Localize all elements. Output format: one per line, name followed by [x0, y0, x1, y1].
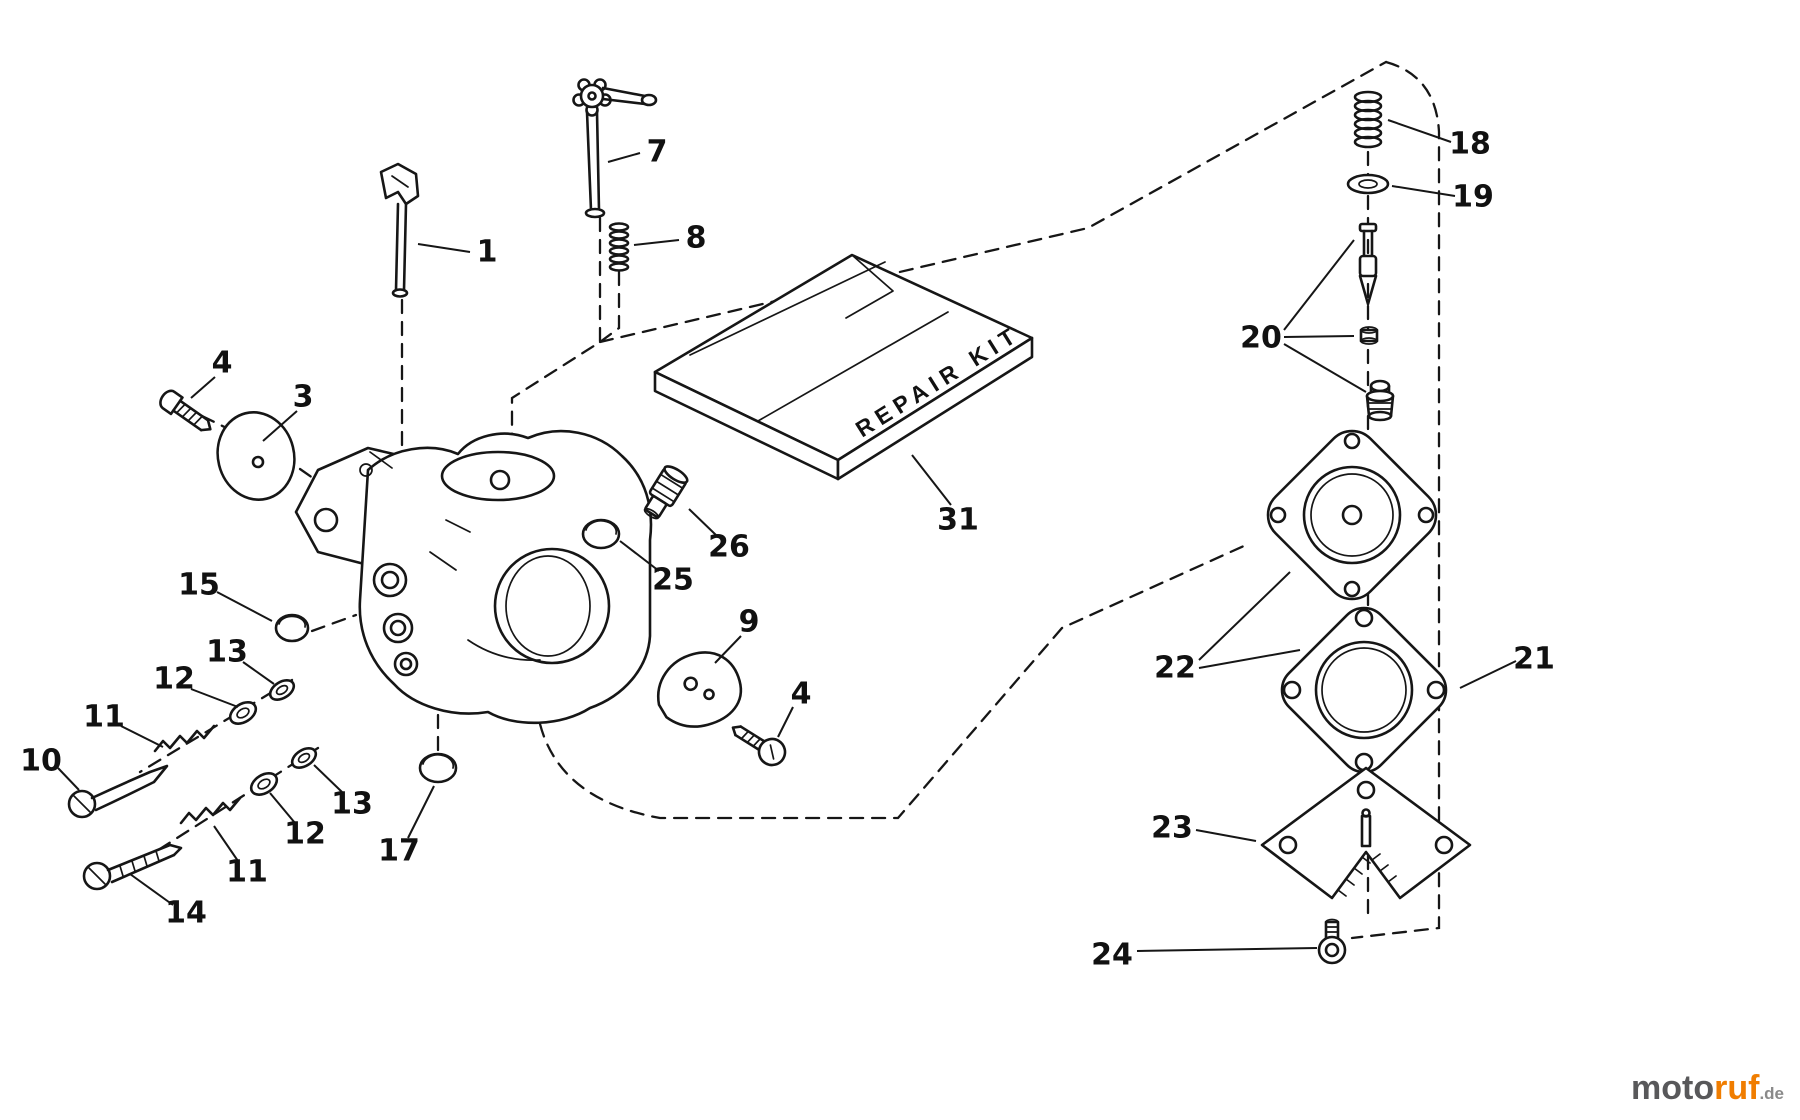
callout-leader-20 [1283, 343, 1367, 393]
part-4-screw-lower [731, 725, 787, 767]
part-23-cover [1260, 766, 1472, 900]
part-number-8: 8 [686, 221, 707, 256]
part-21-gasket [1280, 606, 1448, 774]
part-number-4: 4 [791, 677, 812, 712]
callout-leader-4 [777, 706, 794, 738]
part-24-bowl-screw [1317, 918, 1347, 965]
part-7-throttle-shaft [572, 78, 658, 219]
part-20-inlet-needle-group [1358, 222, 1395, 422]
part-number-15: 15 [178, 568, 220, 603]
part-number-1: 1 [477, 235, 498, 270]
callout-leader-26 [688, 508, 718, 537]
watermark-brand-gray: moto [1631, 1069, 1715, 1107]
part-number-31: 31 [937, 503, 979, 538]
callout-leader-19 [1391, 185, 1456, 197]
callout-leader-14 [129, 873, 174, 906]
part-number-25: 25 [652, 563, 694, 598]
callout-leader-13 [313, 764, 343, 793]
part-number-12: 12 [284, 817, 326, 852]
part-17-welch-plug [418, 752, 458, 784]
callout-leader-21 [1459, 660, 1517, 689]
part-12-washer-lower [249, 772, 279, 796]
callout-layer: 1784315131211101312111417942526311819202… [20, 119, 1555, 973]
part-number-3: 3 [293, 380, 314, 415]
motoruf-watermark[interactable]: motoruf.de [1631, 1069, 1784, 1108]
callout-leader-24 [1136, 947, 1318, 952]
callout-leader-7 [607, 152, 641, 163]
callout-leader-12 [269, 792, 296, 824]
part-11-spring-lower [179, 796, 242, 825]
part-number-14: 14 [165, 896, 207, 931]
part-9-throttle-plate [656, 651, 743, 728]
part-number-24: 24 [1091, 938, 1133, 973]
callout-leader-1 [417, 243, 471, 253]
part-19-washer [1346, 173, 1390, 195]
part-number-18: 18 [1449, 127, 1491, 162]
part-25-cup-plug [581, 518, 621, 550]
part-number-7: 7 [647, 135, 668, 170]
callout-leader-11 [120, 725, 164, 748]
part-8-spring [608, 222, 630, 272]
part-31-repair-kit-box: REPAIR KIT [653, 253, 1034, 481]
part-number-12: 12 [153, 662, 195, 697]
part-number-13: 13 [331, 787, 373, 822]
callout-leader-17 [407, 785, 435, 839]
callout-leader-22 [1198, 571, 1291, 661]
callout-leader-15 [216, 591, 273, 622]
part-number-4: 4 [212, 346, 233, 381]
part-number-10: 10 [20, 744, 62, 779]
callout-leader-9 [714, 635, 742, 664]
callout-leader-20 [1283, 239, 1355, 331]
part-number-17: 17 [378, 834, 420, 869]
part-3-cover-disc [216, 411, 296, 501]
callout-leader-22 [1198, 649, 1301, 669]
callout-leader-3 [262, 410, 298, 442]
callout-leader-23 [1195, 829, 1257, 842]
part-14-adjust-screw [82, 843, 183, 891]
part-11-spring-upper [153, 724, 216, 753]
carburetor-body [294, 429, 653, 725]
callout-leader-13 [242, 661, 275, 685]
part-number-26: 26 [708, 530, 750, 565]
callout-leader-25 [619, 540, 660, 572]
callout-leader-8 [633, 239, 680, 246]
watermark-suffix: .de [1759, 1084, 1784, 1103]
part-18-spring [1353, 90, 1383, 149]
part-22-diaphragm-plate [1266, 429, 1438, 601]
callout-leader-11 [213, 825, 239, 862]
part-number-21: 21 [1513, 642, 1555, 677]
part-26-inlet-fitting [643, 465, 689, 520]
callout-leader-4 [190, 376, 216, 399]
part-1-choke-lever [379, 162, 420, 298]
part-number-9: 9 [739, 605, 760, 640]
part-number-23: 23 [1151, 811, 1193, 846]
part-10-needle-screw [67, 764, 169, 819]
part-15-plug [274, 613, 310, 643]
callout-leader-20 [1283, 335, 1355, 338]
part-4-screw-upper [159, 389, 212, 432]
part-number-20: 20 [1240, 321, 1282, 356]
part-13-washer-upper [268, 679, 296, 701]
part-13-washer-lower [290, 747, 318, 769]
watermark-brand-accent: ruf [1714, 1069, 1760, 1107]
part-12-washer-upper [228, 701, 258, 725]
callout-leader-31 [911, 454, 952, 506]
part-number-11: 11 [226, 855, 268, 890]
part-number-22: 22 [1154, 651, 1196, 686]
part-number-11: 11 [83, 700, 125, 735]
part-number-13: 13 [206, 635, 248, 670]
callout-leader-18 [1387, 119, 1452, 143]
part-number-19: 19 [1452, 180, 1494, 215]
callout-leader-10 [57, 767, 80, 791]
callout-leader-12 [190, 688, 239, 708]
